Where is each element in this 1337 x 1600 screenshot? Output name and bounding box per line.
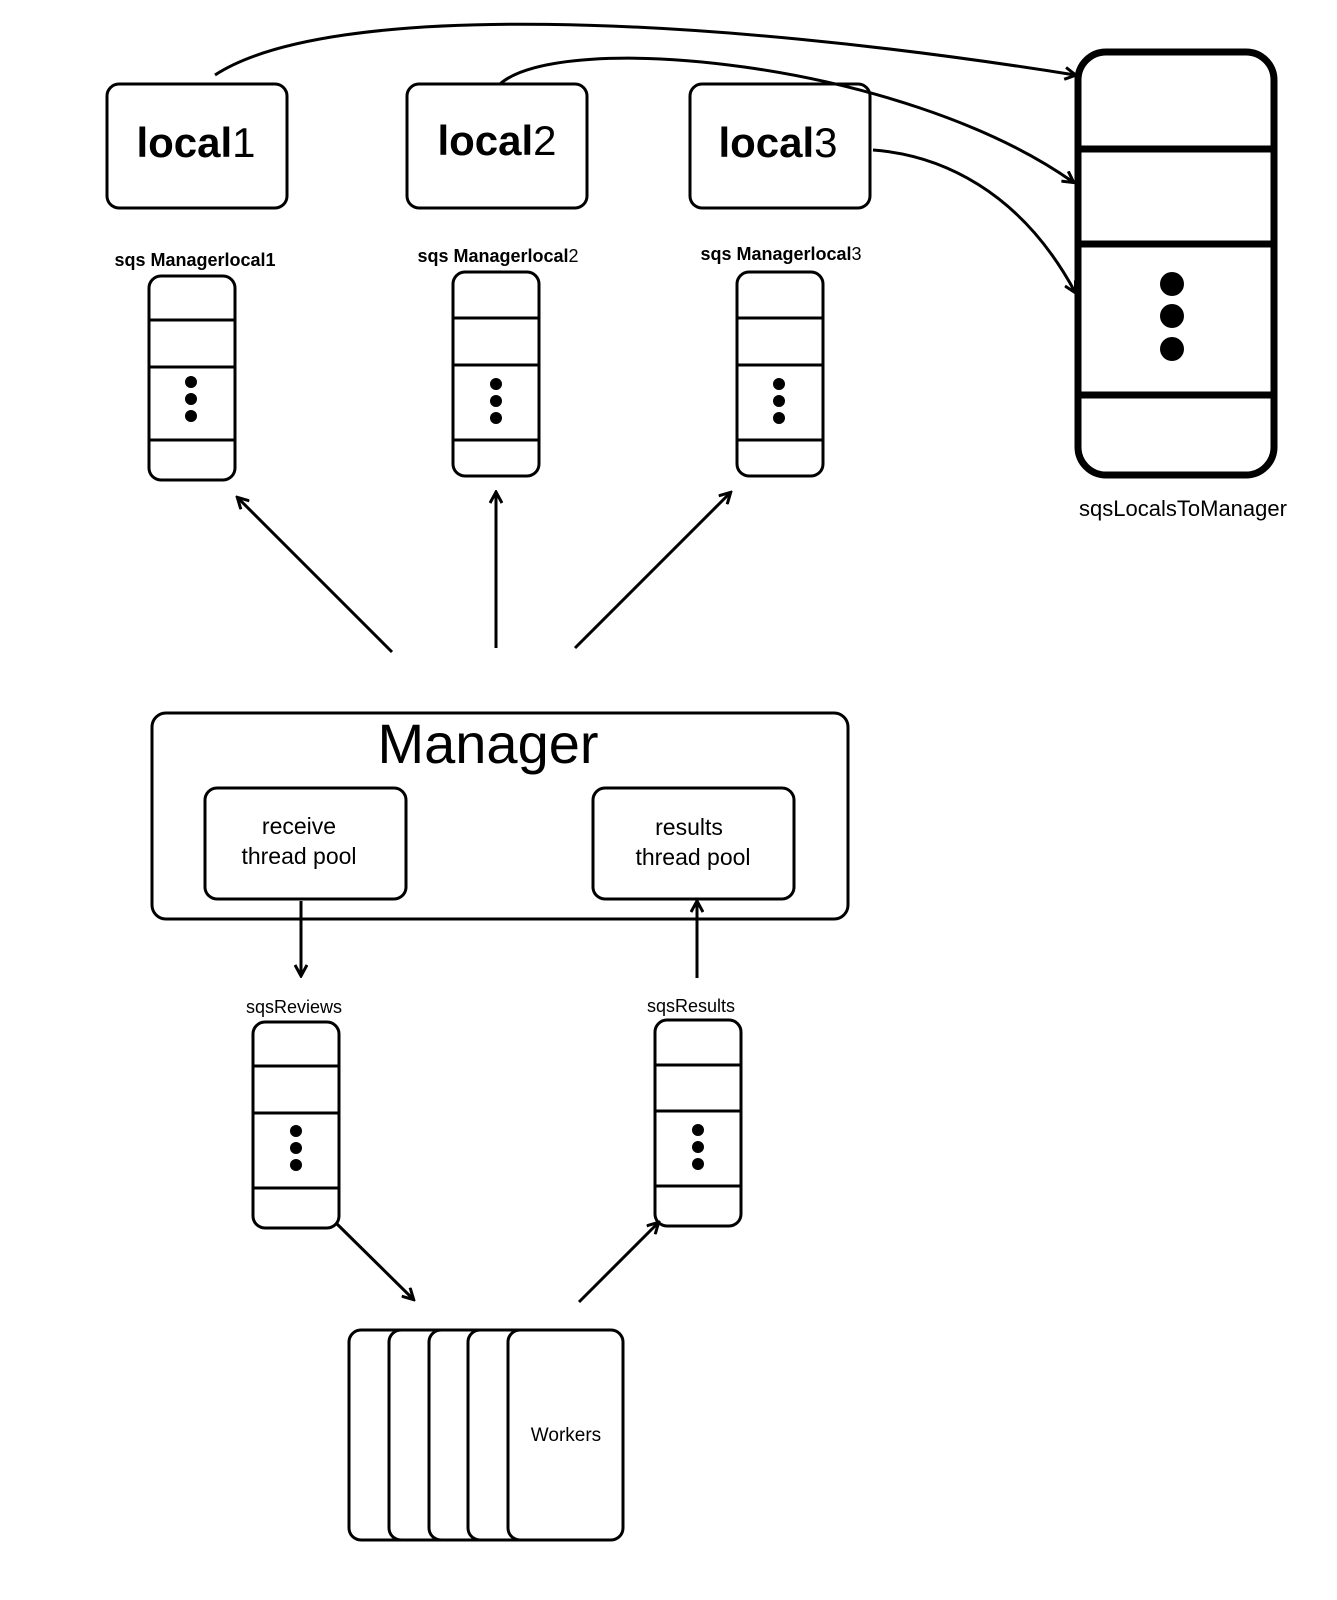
local-1-num: 1	[232, 119, 255, 166]
local-2-num: 2	[533, 117, 556, 164]
queue-label-1: sqs Managerlocal1	[114, 250, 275, 270]
results-pool-line1: results	[655, 814, 723, 840]
queue-label-3: sqs Managerlocal3	[700, 244, 861, 264]
svg-text:local3: local3	[718, 119, 837, 166]
svg-text:local1: local1	[136, 119, 255, 166]
local-node-2: local2	[405, 82, 589, 210]
workers-label: Workers	[531, 1425, 601, 1446]
arrow-manager-to-queue3	[573, 493, 730, 650]
results-pool-line2: thread pool	[635, 844, 750, 870]
svg-text:local2: local2	[437, 117, 556, 164]
arrow-local1-to-bigqueue	[214, 22, 1075, 75]
queue-local-2	[451, 270, 541, 478]
local-node-1: local1	[105, 82, 289, 210]
local-1-prefix: local	[136, 119, 232, 166]
local-3-prefix: local	[718, 119, 814, 166]
receive-pool-line1: receive	[262, 813, 336, 839]
manager-node: Manager receive thread pool results thre…	[150, 711, 850, 921]
queue-locals-to-manager	[1074, 48, 1278, 479]
local-2-prefix: local	[437, 117, 533, 164]
arrow-manager-to-queue1	[238, 498, 394, 654]
big-queue-label: sqsLocalsToManager	[1079, 496, 1287, 521]
arrow-workers-to-results	[577, 1223, 658, 1304]
local-node-3: local3	[688, 82, 872, 210]
receive-pool-line2: thread pool	[241, 843, 356, 869]
sqs-results-label: sqsResults	[647, 996, 735, 1016]
workers-stack: Workers	[347, 1328, 625, 1542]
receive-thread-pool	[203, 786, 408, 901]
queue-local-3	[735, 270, 825, 478]
sqs-reviews-label: sqsReviews	[246, 997, 342, 1017]
arrow-local2-to-bigqueue	[498, 56, 1073, 182]
queue-sqs-reviews	[251, 1020, 341, 1230]
manager-title: Manager	[377, 712, 598, 775]
queue-local-1	[147, 274, 237, 482]
queue-sqs-results	[653, 1018, 743, 1228]
arrow-local3-to-bigqueue	[872, 148, 1075, 292]
queue-label-2: sqs Managerlocal2	[417, 246, 578, 266]
arrow-reviews-to-workers	[334, 1221, 413, 1299]
local-3-num: 3	[814, 119, 837, 166]
